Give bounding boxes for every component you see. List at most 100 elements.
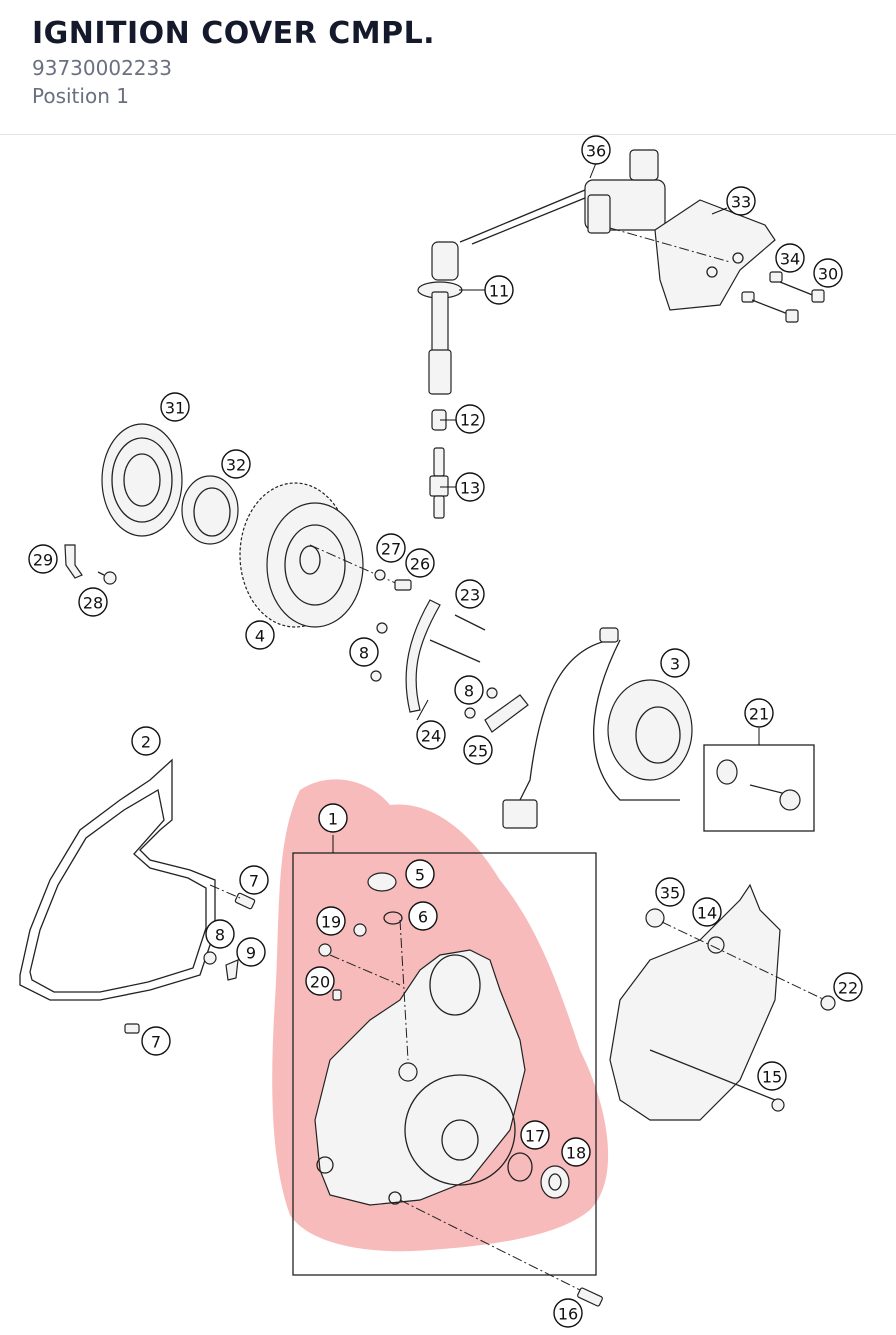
bracket-bolts (609, 227, 825, 323)
svg-text:31: 31 (165, 399, 185, 418)
spark-plug (429, 409, 449, 519)
clip-and-screw (64, 544, 117, 585)
callout-33: 33 (726, 186, 756, 216)
part-title: IGNITION COVER CMPL. (32, 16, 436, 51)
coil-bracket (654, 199, 776, 311)
callout-labels: 1234567788891112131415161718192021222324… (28, 135, 863, 1328)
callout-21: 21 (744, 698, 774, 728)
callout-3: 3 (660, 648, 690, 678)
callout-5: 5 (405, 859, 435, 889)
callout-15: 15 (757, 1061, 787, 1091)
ignition-coil (417, 149, 666, 395)
callout-26: 26 (405, 548, 435, 578)
callout-34: 34 (775, 243, 805, 273)
svg-text:25: 25 (468, 742, 488, 761)
svg-text:8: 8 (215, 926, 225, 945)
svg-text:14: 14 (697, 904, 717, 923)
svg-text:2: 2 (141, 733, 151, 752)
svg-text:32: 32 (226, 456, 246, 475)
callout-17: 17 (520, 1120, 550, 1150)
svg-text:13: 13 (460, 479, 480, 498)
svg-text:1: 1 (328, 810, 338, 829)
callout-29: 29 (28, 544, 58, 574)
position-label: Position 1 (32, 84, 129, 108)
flywheel-nut (374, 569, 412, 591)
svg-text:29: 29 (33, 551, 53, 570)
part-number: 93730002233 (32, 56, 172, 80)
header: IGNITION COVER CMPL. 93730002233 Positio… (0, 0, 896, 135)
callout-23: 23 (455, 579, 485, 609)
svg-text:28: 28 (83, 594, 103, 613)
callout-36: 36 (581, 135, 611, 165)
stator-screws-kit (703, 728, 815, 832)
svg-text:5: 5 (415, 866, 425, 885)
svg-text:20: 20 (310, 973, 330, 992)
callout-9: 9 (236, 937, 266, 967)
svg-text:8: 8 (464, 682, 474, 701)
callout-14: 14 (692, 897, 722, 927)
svg-text:19: 19 (321, 913, 341, 932)
callout-12: 12 (455, 404, 485, 434)
svg-text:27: 27 (381, 540, 401, 559)
callout-13: 13 (455, 472, 485, 502)
svg-text:26: 26 (410, 555, 430, 574)
svg-text:7: 7 (249, 872, 259, 891)
callout-7: 7 (239, 865, 269, 895)
svg-text:36: 36 (586, 142, 606, 161)
svg-text:17: 17 (525, 1127, 545, 1146)
callout-1: 1 (318, 803, 348, 833)
svg-text:12: 12 (460, 411, 480, 430)
svg-text:23: 23 (460, 586, 480, 605)
svg-text:6: 6 (418, 908, 428, 927)
rotor-cover-disc (101, 423, 183, 537)
exploded-parts-diagram: 1234567788891112131415161718192021222324… (19, 135, 863, 1328)
callout-6: 6 (408, 901, 438, 931)
bearing (181, 475, 239, 545)
svg-text:4: 4 (255, 627, 265, 646)
svg-text:11: 11 (489, 282, 509, 301)
flywheel (239, 482, 401, 628)
svg-text:3: 3 (670, 655, 680, 674)
dowel-pins (124, 884, 256, 1034)
leader-lines (416, 162, 728, 721)
callout-27: 27 (376, 533, 406, 563)
position-1-box (292, 852, 597, 1276)
svg-text:16: 16 (558, 1305, 578, 1324)
svg-text:30: 30 (818, 265, 838, 284)
callout-31: 31 (160, 392, 190, 422)
callout-11: 11 (484, 275, 514, 305)
svg-text:9: 9 (246, 944, 256, 963)
stator (502, 627, 693, 829)
callout-22: 22 (833, 972, 863, 1002)
svg-text:35: 35 (660, 884, 680, 903)
svg-text:34: 34 (780, 250, 800, 269)
callout-8: 8 (454, 675, 484, 705)
callout-30: 30 (813, 258, 843, 288)
callout-7: 7 (141, 1026, 171, 1056)
cover-small-parts (318, 872, 603, 1307)
svg-text:24: 24 (421, 727, 441, 746)
svg-text:22: 22 (838, 979, 858, 998)
svg-text:8: 8 (359, 644, 369, 663)
callout-8: 8 (205, 919, 235, 949)
callout-18: 18 (561, 1137, 591, 1167)
callout-19: 19 (316, 906, 346, 936)
svg-text:15: 15 (762, 1068, 782, 1087)
callout-2: 2 (131, 726, 161, 756)
sprocket-cover (609, 883, 836, 1121)
ignition-cover (314, 919, 591, 1296)
callout-28: 28 (78, 587, 108, 617)
svg-text:33: 33 (731, 193, 751, 212)
svg-text:18: 18 (566, 1144, 586, 1163)
callout-32: 32 (221, 449, 251, 479)
svg-text:21: 21 (749, 705, 769, 724)
callout-16: 16 (553, 1298, 583, 1328)
callout-8: 8 (349, 637, 379, 667)
callout-35: 35 (655, 877, 685, 907)
callout-20: 20 (305, 966, 335, 996)
callout-24: 24 (416, 720, 446, 750)
cover-gasket (19, 758, 216, 1001)
callout-25: 25 (463, 735, 493, 765)
callout-4: 4 (245, 620, 275, 650)
svg-text:7: 7 (151, 1033, 161, 1052)
